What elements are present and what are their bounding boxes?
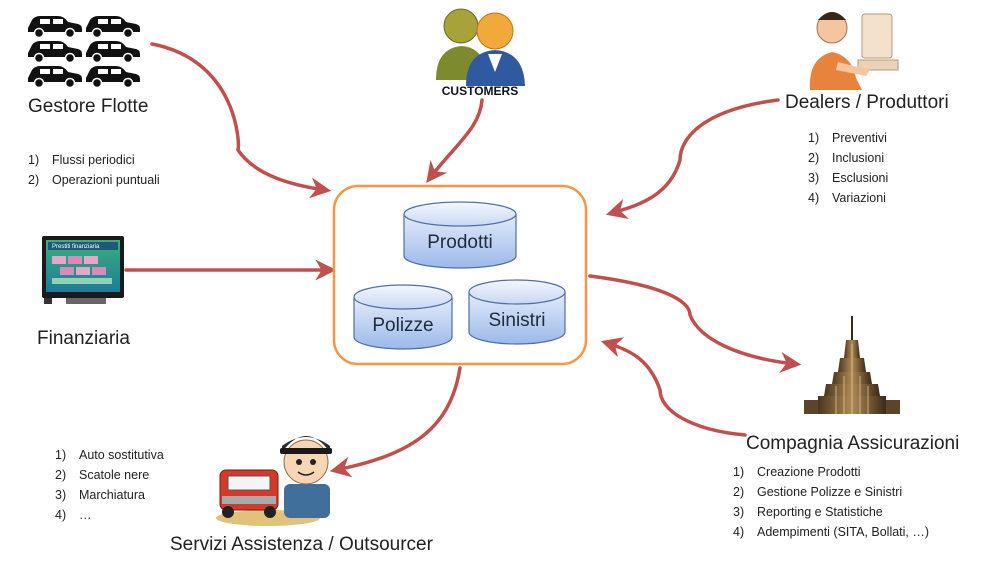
arrow-dealers-to-hub [605, 98, 780, 220]
dealers-title: Dealers / Produttori [785, 92, 949, 113]
list-item: 4)Variazioni [808, 191, 886, 205]
servizi-list: 1)Auto sostitutiva 2)Scatole nere 3)Marc… [55, 445, 164, 525]
service-truck-icon [216, 469, 320, 526]
mechanic-icon [280, 436, 332, 518]
list-item: 3)Reporting e Statistiche [733, 505, 883, 519]
monitor-icon: Prestiti finanziaria [42, 236, 124, 304]
list-item: 4)… [55, 508, 92, 522]
building-icon [804, 316, 900, 414]
compagnia-title: Compagnia Assicurazioni [746, 433, 960, 454]
list-item: 2)Inclusioni [808, 151, 885, 165]
database-label: Sinistri [488, 310, 545, 331]
dealers-list: 1)Preventivi 2)Inclusioni 3)Esclusioni 4… [808, 128, 888, 208]
arrow-compagnia-to-hub [600, 337, 747, 437]
gestore-flotte-title: Gestore Flotte [28, 96, 149, 117]
list-item: 1)Flussi periodici [28, 153, 135, 167]
list-item: 1)Auto sostitutiva [55, 448, 164, 462]
compagnia-list: 1)Creazione Prodotti 2)Gestione Polizze … [733, 462, 929, 542]
finanziaria-title: Finanziaria [37, 328, 130, 349]
arrow-hub-to-compagnia [588, 274, 802, 373]
database-prodotti: Prodotti [403, 201, 517, 269]
arrow-customers-to-hub [426, 98, 484, 184]
dealer-icon [809, 12, 899, 90]
customers-icon: CUSTOMERS [436, 8, 525, 98]
list-item: 2)Scatole nere [55, 468, 150, 482]
list-item: 1)Preventivi [808, 131, 887, 145]
list-item: 1)Creazione Prodotti [733, 465, 861, 479]
arrows [124, 42, 802, 478]
arrow-gestore-to-hub [150, 42, 332, 199]
list-item: 2)Gestione Polizze e Sinistri [733, 485, 903, 499]
screen-caption: Prestiti finanziaria [52, 244, 100, 250]
list-item: 4)Adempimenti (SITA, Bollati, …) [733, 525, 930, 539]
database-polizze: Polizze [353, 284, 453, 350]
database-sinistri: Sinistri [468, 279, 566, 345]
gestore-flotte-list: 1)Flussi periodici 2)Operazioni puntuali [28, 150, 160, 190]
list-item: 3)Esclusioni [808, 171, 889, 185]
car-fleet-icon [28, 16, 140, 89]
database-label: Polizze [372, 315, 433, 336]
database-label: Prodotti [427, 232, 492, 253]
servizi-title: Servizi Assistenza / Outsourcer [170, 534, 433, 555]
arrow-hub-to-servizi [329, 366, 462, 478]
list-item: 2)Operazioni puntuali [28, 173, 160, 187]
customers-label: CUSTOMERS [442, 84, 518, 98]
list-item: 3)Marchiatura [55, 488, 145, 502]
